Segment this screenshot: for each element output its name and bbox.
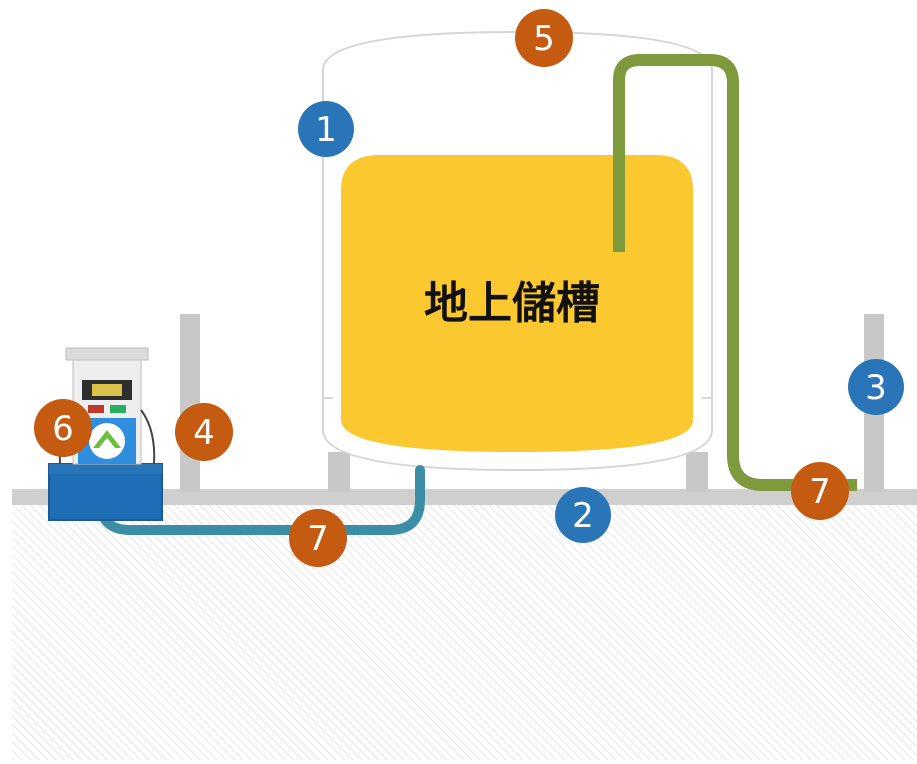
vent-pipe	[613, 54, 857, 491]
marker-6-label: 6	[52, 409, 74, 449]
dispenser-base-rim	[49, 464, 162, 474]
dispenser-logo-mark-inner	[99, 438, 115, 448]
marker-2-circle	[555, 487, 611, 543]
ground-line	[12, 489, 917, 505]
tank-leg-right	[686, 452, 708, 492]
dispenser-canopy	[65, 347, 149, 361]
marker-3: 3	[848, 359, 904, 415]
dispenser-hose-right	[140, 409, 156, 465]
marker-1-label: 1	[315, 110, 337, 150]
marker-7b-label: 7	[809, 472, 831, 512]
dispenser-screen-digits	[92, 384, 122, 396]
marker-2: 2	[555, 487, 611, 543]
marker-5-circle	[515, 9, 573, 67]
tank-liquid	[341, 155, 693, 452]
marker-3-circle	[848, 359, 904, 415]
marker-4-circle	[175, 403, 233, 461]
marker-7a-circle	[289, 509, 347, 567]
marker-5-label: 5	[533, 19, 555, 59]
marker-6-circle	[34, 399, 92, 457]
tank-label: 地上儲槽	[424, 278, 600, 329]
marker-2-label: 2	[572, 496, 594, 536]
fence-post-left	[180, 314, 200, 492]
marker-4: 4	[175, 403, 233, 461]
underground-area	[12, 505, 917, 760]
marker-6: 6	[34, 399, 92, 457]
fuel-dispenser	[48, 347, 163, 521]
marker-1: 1	[298, 101, 354, 157]
marker-1-circle	[298, 101, 354, 157]
marker-5: 5	[515, 9, 573, 67]
dispenser-button-green	[110, 405, 126, 413]
marker-7-vent: 7	[791, 462, 849, 520]
dispenser-button-red	[88, 405, 104, 413]
marker-7-underground: 7	[289, 509, 347, 567]
marker-3-label: 3	[865, 368, 887, 408]
marker-4-label: 4	[193, 413, 215, 453]
tank-leg-left	[328, 452, 350, 492]
marker-7a-label: 7	[307, 519, 329, 559]
marker-7b-circle	[791, 462, 849, 520]
